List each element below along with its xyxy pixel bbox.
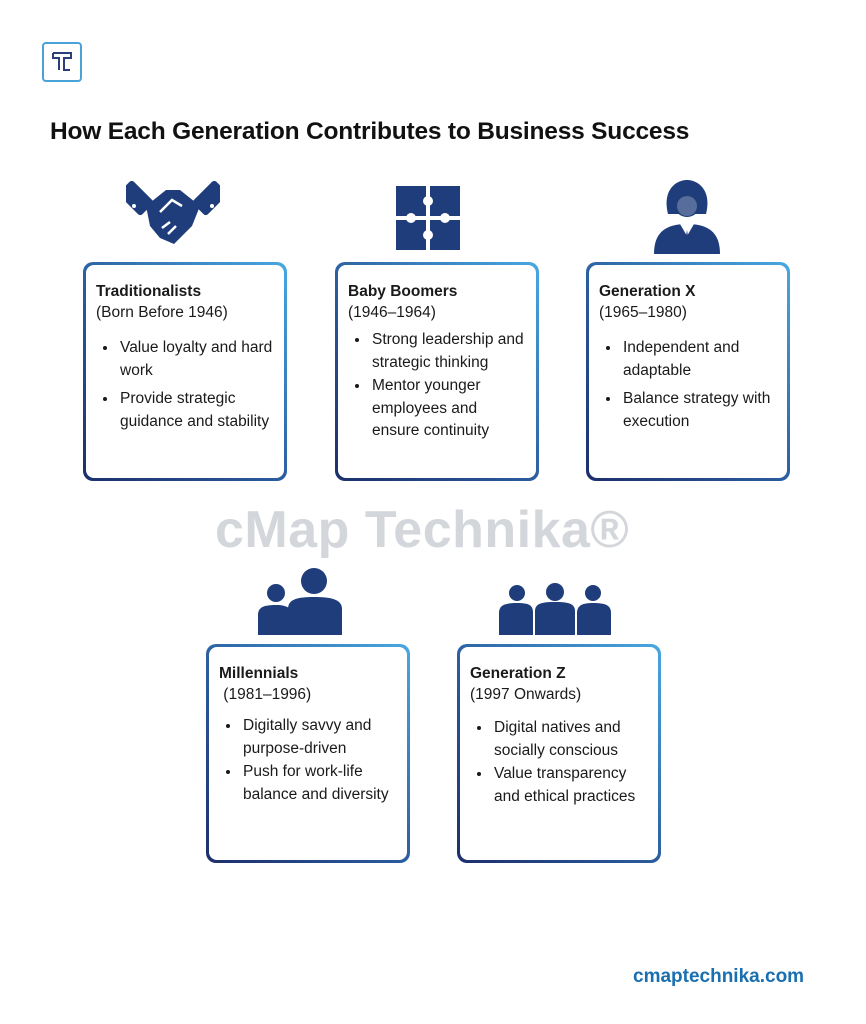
card-name: Baby Boomers — [348, 283, 458, 300]
card-years: (Born Before 1946) — [96, 304, 228, 321]
handshake-icon — [126, 180, 220, 244]
list-item: Balance strategy with execution — [621, 388, 777, 433]
card-baby-boomers: Baby Boomers (1946–1964) Strong leadersh… — [335, 262, 539, 481]
list-item: Strong leadership and strategic thinking — [370, 329, 526, 374]
card-years: (1981–1996) — [219, 686, 312, 703]
card-name: Millennials — [219, 665, 299, 682]
website-link[interactable]: cmaptechnika.com — [633, 966, 805, 987]
logo-icon — [42, 42, 82, 82]
list-item: Independent and adaptable — [621, 337, 777, 382]
businesswoman-icon — [654, 180, 720, 254]
list-item: Provide strategic guidance and stability — [118, 388, 274, 433]
group-icon — [499, 583, 611, 635]
page-title: How Each Generation Contributes to Busin… — [50, 118, 690, 145]
list-item: Value transparency and ethical practices — [492, 763, 648, 808]
card-generation-x: Generation X (1965–1980) Independent and… — [586, 262, 790, 481]
card-name: Generation Z — [470, 665, 566, 682]
card-traditionalists: Traditionalists (Born Before 1946) Value… — [83, 262, 287, 481]
list-item: Digital natives and socially conscious — [492, 717, 648, 762]
list-item: Digitally savvy and purpose-driven — [241, 715, 397, 760]
watermark: cMap Technika® — [215, 501, 630, 559]
list-item: Value loyalty and hard work — [118, 337, 274, 382]
card-name: Generation X — [599, 283, 696, 300]
card-generation-z: Generation Z (1997 Onwards) Digital nati… — [457, 644, 661, 863]
puzzle-icon — [396, 186, 460, 250]
card-millennials: Millennials (1981–1996) Digitally savvy … — [206, 644, 410, 863]
list-item: Push for work-life balance and diversity — [241, 761, 397, 806]
card-name: Traditionalists — [96, 283, 202, 300]
card-years: (1997 Onwards) — [470, 686, 582, 703]
list-item: Mentor younger employees and ensure cont… — [370, 375, 526, 443]
card-years: (1946–1964) — [348, 304, 436, 321]
card-years: (1965–1980) — [599, 304, 687, 321]
two-people-icon — [258, 568, 342, 635]
